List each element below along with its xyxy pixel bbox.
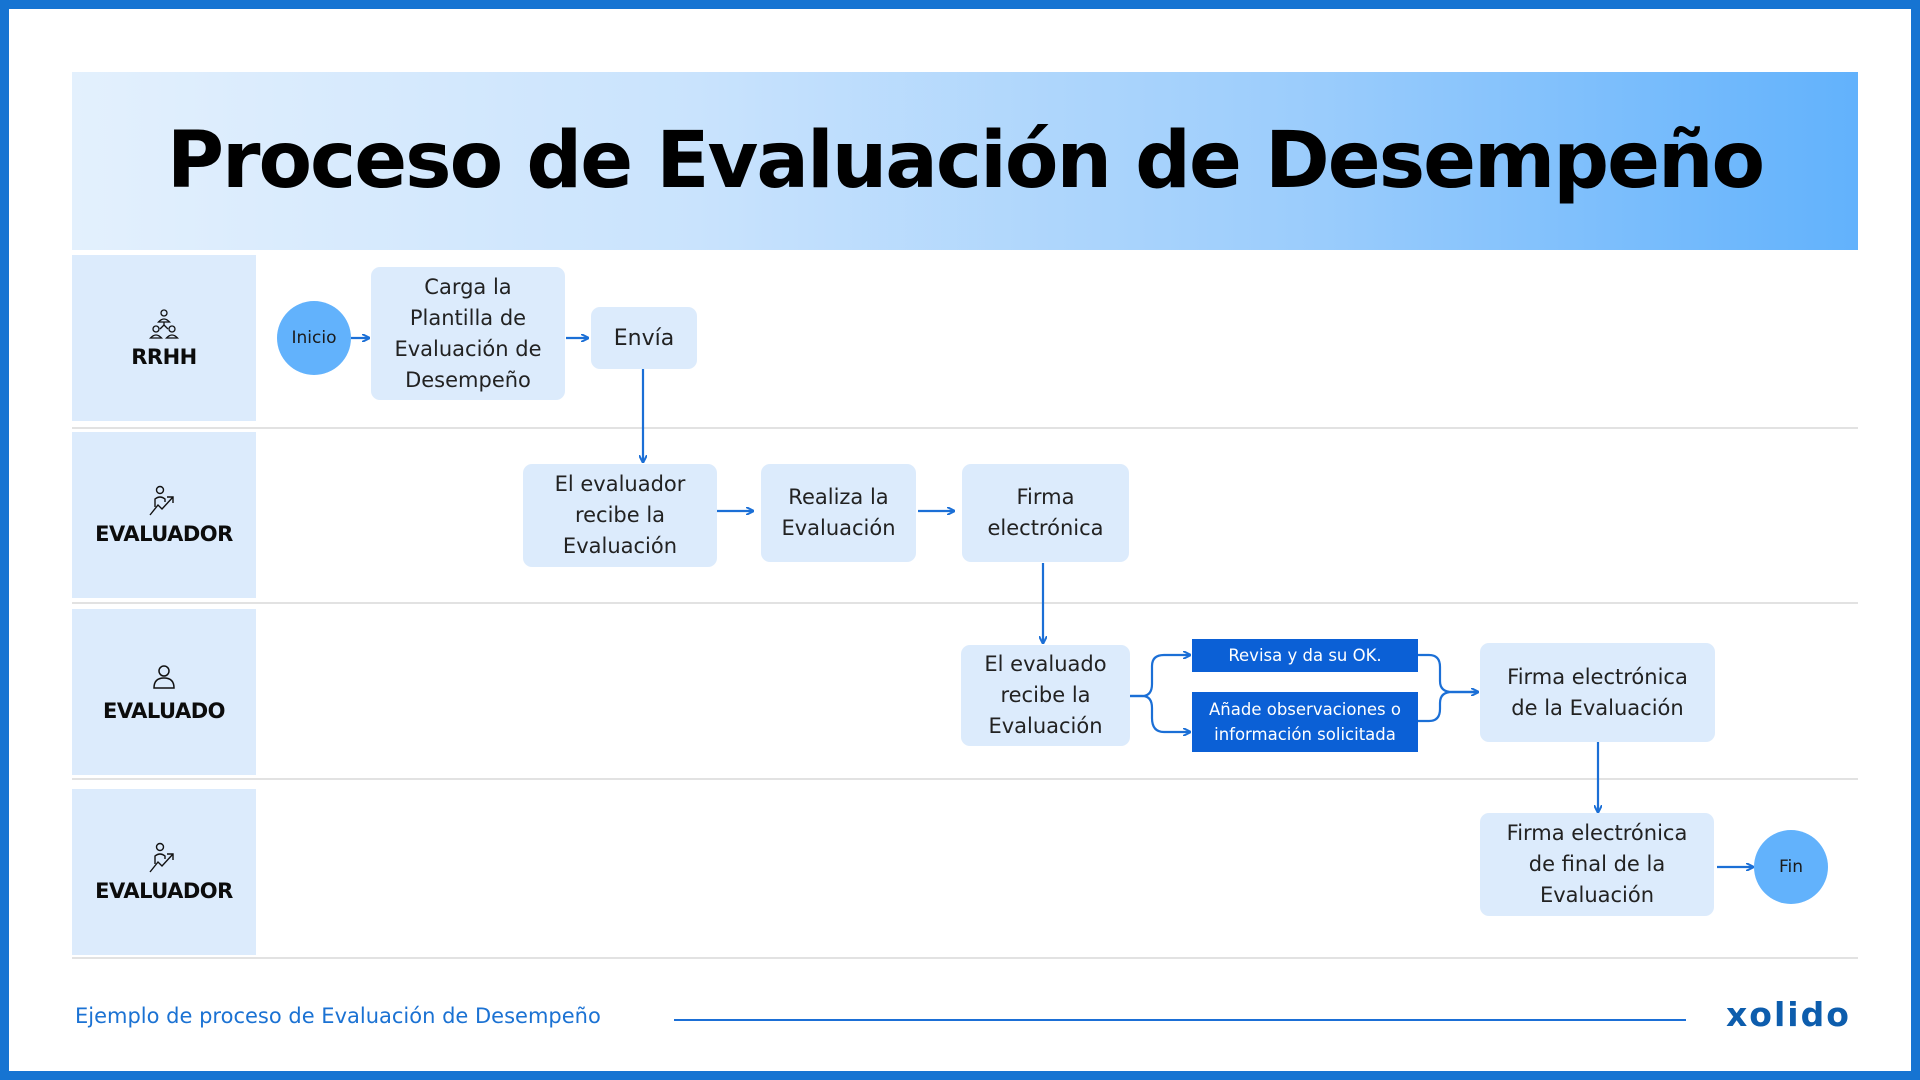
person-icon bbox=[153, 665, 175, 689]
step-carga-plantilla[interactable]: Carga la Plantilla de Evaluación de Dese… bbox=[371, 267, 565, 400]
footer-caption: Ejemplo de proceso de Evaluación de Dese… bbox=[75, 1004, 601, 1028]
lane-divider bbox=[72, 957, 1858, 959]
team-hierarchy-icon bbox=[149, 309, 179, 339]
option-anade-observaciones[interactable]: Añade observaciones o información solici… bbox=[1192, 692, 1418, 752]
lane-label-text: EVALUADO bbox=[103, 699, 226, 723]
page-title: Proceso de Evaluación de Desempeño bbox=[166, 116, 1765, 206]
step-firma-electronica[interactable]: Firma electrónica bbox=[962, 464, 1129, 562]
lane-divider bbox=[72, 602, 1858, 604]
start-node[interactable]: Inicio bbox=[277, 301, 351, 375]
step-firma-final[interactable]: Firma electrónica de final de la Evaluac… bbox=[1480, 813, 1714, 916]
step-realiza-evaluacion[interactable]: Realiza la Evaluación bbox=[761, 464, 916, 562]
lane-divider bbox=[72, 427, 1858, 429]
person-growth-icon bbox=[149, 842, 174, 873]
lane-evaluador: EVALUADOR bbox=[72, 432, 256, 598]
end-node[interactable]: Fin bbox=[1754, 830, 1828, 904]
person-growth-icon bbox=[149, 485, 174, 516]
option-revisa-ok[interactable]: Revisa y da su OK. bbox=[1192, 639, 1418, 672]
lane-divider bbox=[72, 778, 1858, 780]
lane-rrhh: RRHH bbox=[72, 255, 256, 421]
brand-logo: xolido bbox=[1726, 995, 1851, 1034]
lane-label-text: EVALUADOR bbox=[95, 879, 233, 903]
lane-label-text: RRHH bbox=[131, 345, 197, 369]
step-evaluado-recibe[interactable]: El evaluado recibe la Evaluación bbox=[961, 645, 1130, 746]
lane-evaluador-final: EVALUADOR bbox=[72, 789, 256, 955]
footer-divider bbox=[674, 1019, 1686, 1021]
step-evaluador-recibe[interactable]: El evaluador recibe la Evaluación bbox=[523, 464, 717, 567]
lane-evaluado: EVALUADO bbox=[72, 609, 256, 775]
title-banner: Proceso de Evaluación de Desempeño bbox=[72, 72, 1858, 250]
step-firma-evaluacion[interactable]: Firma electrónica de la Evaluación bbox=[1480, 643, 1715, 742]
lane-label-text: EVALUADOR bbox=[95, 522, 233, 546]
step-envia[interactable]: Envía bbox=[591, 307, 697, 369]
